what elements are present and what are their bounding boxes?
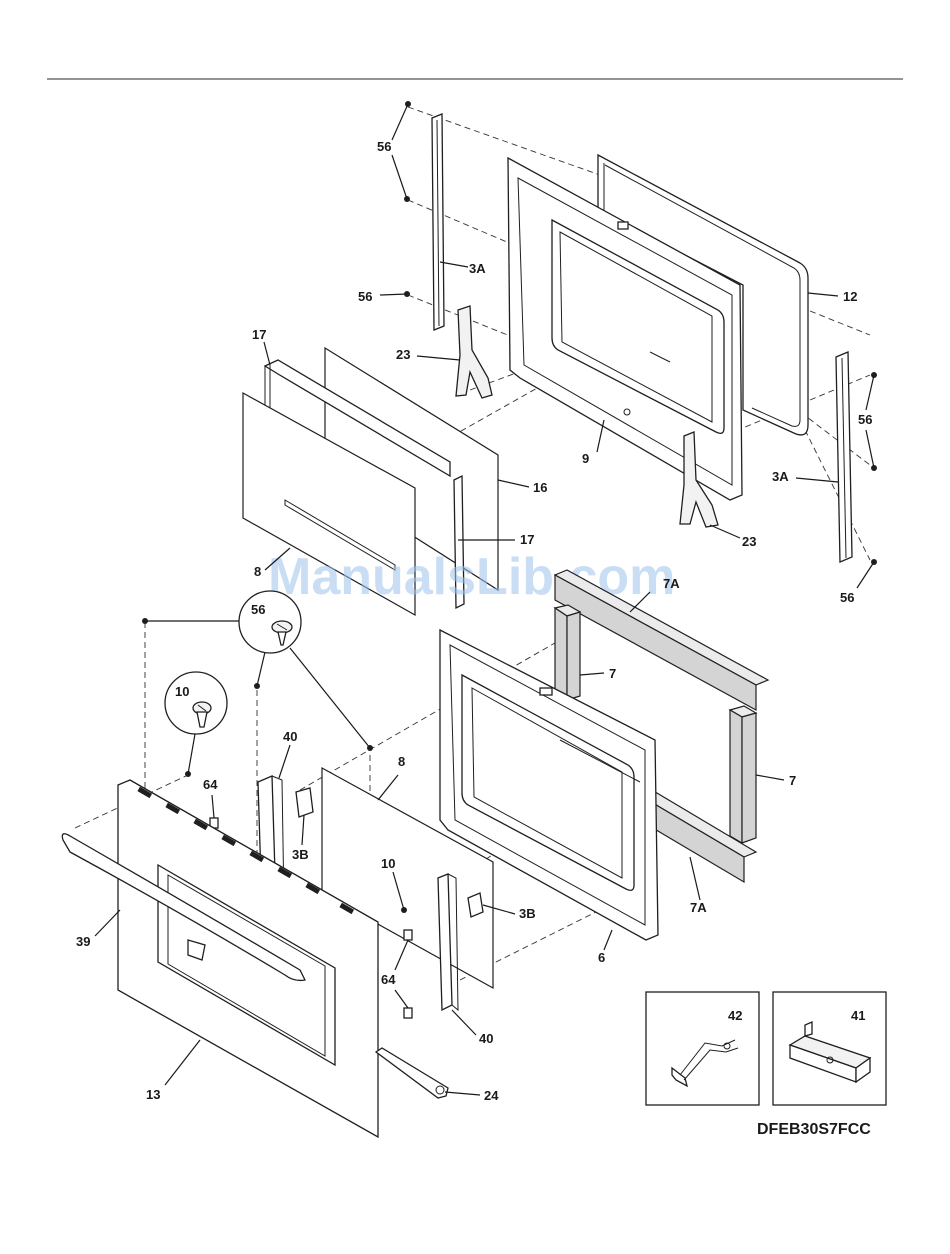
callout-39: 39 [76,934,90,949]
callout-9: 9 [582,451,589,466]
callout-16: 16 [533,480,547,495]
callout-56-right: 56 [858,412,872,427]
callout-40-bottom: 40 [479,1031,493,1046]
callout-17-mid: 17 [520,532,534,547]
callout-7A-top: 7A [663,576,680,591]
part-23-hinge-top [456,306,492,398]
callout-8-mid: 8 [398,754,405,769]
callout-56-top: 56 [377,139,391,154]
callout-6: 6 [598,950,605,965]
callout-7-left: 7 [609,666,616,681]
callout-3B-left: 3B [292,847,309,862]
callout-56-mid: 56 [358,289,372,304]
callout-17-top: 17 [252,327,266,342]
callout-40-top: 40 [283,729,297,744]
part-3B-clip-right [468,893,483,917]
part-24-hinge-receiver [376,1048,448,1098]
callout-3A-right: 3A [772,469,789,484]
callout-3B-right: 3B [519,906,536,921]
callout-3A-left: 3A [469,261,486,276]
part-3A-left-channel [432,114,444,330]
part-7-insulation-right [730,706,756,843]
callout-56-bubble: 56 [251,602,265,617]
part-3B-clip-left [296,788,313,817]
callout-64-top: 64 [203,777,218,792]
callout-64-bottom: 64 [381,972,396,987]
callout-42: 42 [728,1008,742,1023]
callout-10-bubble: 10 [175,684,189,699]
callout-8-top: 8 [254,564,261,579]
callout-7A-bottom: 7A [690,900,707,915]
part-7-insulation-left [555,605,580,700]
callout-13: 13 [146,1087,160,1102]
callout-10-mid: 10 [381,856,395,871]
callout-23-bottom: 23 [742,534,756,549]
callout-24: 24 [484,1088,499,1103]
model-number: DFEB30S7FCC [757,1121,871,1138]
callout-7-right: 7 [789,773,796,788]
inset-box-41 [773,992,886,1105]
callout-23-top: 23 [396,347,410,362]
callout-56-bottom-right: 56 [840,590,854,605]
callout-41: 41 [851,1008,865,1023]
callout-12: 12 [843,289,857,304]
